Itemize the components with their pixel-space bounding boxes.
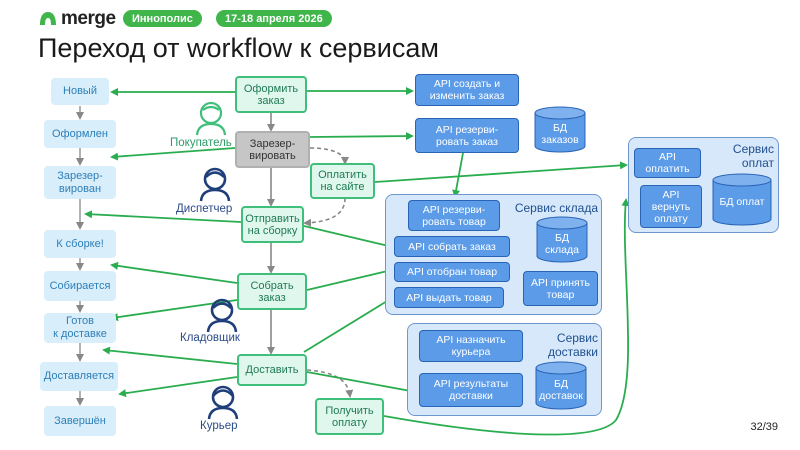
api-pay: API оплатить [634,148,701,178]
role-buyer: Покупатель [170,137,232,149]
state-assembling: Собирается [44,271,116,301]
api-accept-goods: API принять товар [523,271,598,306]
role-courier: Курьер [200,420,238,432]
orders-db-label: БД заказов [541,122,579,146]
green-connectors [84,87,630,436]
process-receive-payment: Получить оплату [315,398,384,435]
state-placed: Оформлен [44,120,116,148]
city-badge: Иннополис [123,10,202,27]
dispatcher-icon [199,167,231,202]
state-delivering: Доставляется [40,362,118,391]
api-collect-order: API собрать заказ [394,236,510,257]
process-checkout: Оформить заказ [235,76,307,113]
process-arrows [267,113,354,398]
api-goods-picked: API отобран товар [394,262,510,282]
delivery-db-label: БД доставок [539,378,583,402]
warehouse-service-label: Сервис склада [514,201,598,215]
api-reserve-order: API резерви- ровать заказ [415,118,519,153]
delivery-db-icon [535,361,587,410]
role-storekeeper: Кладовщик [180,332,240,344]
api-create-order: API создать и изменить заказ [415,74,519,106]
delivery-service-label: Сервис доставки [547,331,598,359]
process-send-to-assembly: Отправить на сборку [241,206,304,243]
api-delivery-results: API результаты доставки [419,373,523,407]
state-to-assembly: К сборке! [44,230,116,258]
courier-icon [207,385,239,420]
state-completed: Завершён [44,406,116,436]
logo-text: merge [61,8,116,29]
orders-db-icon [534,106,586,153]
api-reserve-goods: API резерви- ровать товар [408,200,500,231]
storekeeper-icon [206,298,238,333]
process-pay-online: Оплатить на сайте [310,163,375,199]
api-assign-courier: API назначить курьера [419,330,523,362]
state-reserved: Зарезер- вирован [44,166,116,199]
payments-db-label: БД оплат [719,196,765,208]
page-title: Переход от workflow к сервисам [38,33,439,63]
state-new: Новый [51,78,109,105]
merge-logo-icon [40,12,56,25]
state-ready-for-delivery: Готов к доставке [44,313,116,343]
api-refund: API вернуть оплату [640,185,702,228]
buyer-icon [195,101,227,136]
process-deliver: Доставить [237,354,307,386]
role-dispatcher: Диспетчер [176,203,233,215]
merge-logo: merge [38,8,116,30]
api-issue-goods: API выдать товар [394,287,504,308]
page-number: 32/39 [750,421,778,433]
payment-service-label: Сервис оплат [732,142,774,170]
process-reserve: Зарезер- вировать [235,131,310,168]
warehouse-db-icon [536,216,588,263]
payments-db-icon [712,173,772,226]
date-badge: 17-18 апреля 2026 [216,10,332,27]
process-assemble: Собрать заказ [237,273,307,310]
warehouse-db-label: БД склада [545,232,579,256]
